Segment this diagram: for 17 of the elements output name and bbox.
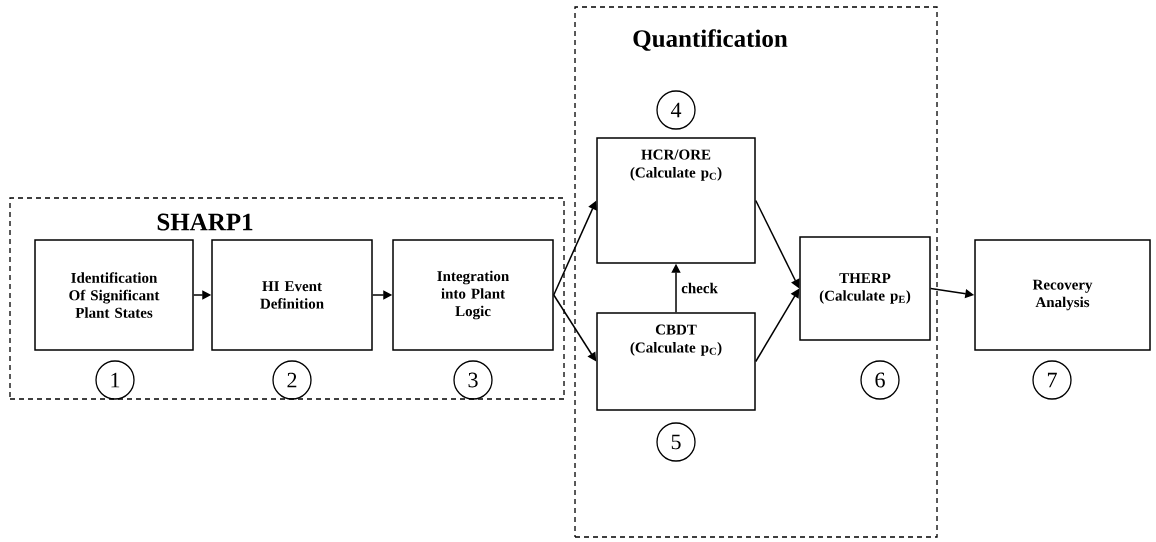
process-box: Identification Of Significant Plant States: [34, 239, 194, 351]
step-number: 2: [272, 360, 312, 400]
edge-label: check: [681, 282, 718, 294]
step-number: 7: [1032, 360, 1072, 400]
group-title: SHARP1: [157, 213, 253, 231]
process-box: CBDT (Calculate p$_{C}$): [596, 312, 756, 411]
step-number: 3: [453, 360, 493, 400]
step-number: 1: [95, 360, 135, 400]
step-number: 6: [860, 360, 900, 400]
step-number: 4: [656, 90, 696, 130]
process-box: Integration into Plant Logic: [392, 239, 554, 351]
process-box: Recovery Analysis: [974, 239, 1151, 351]
group-title: Quantification: [633, 29, 788, 51]
process-box: THERP (Calculate p$_{E}$): [799, 236, 931, 341]
process-box: HCR/ORE (Calculate p$_{C}$): [596, 137, 756, 264]
process-box: HI Event Definition: [211, 239, 373, 351]
step-number: 5: [656, 422, 696, 462]
